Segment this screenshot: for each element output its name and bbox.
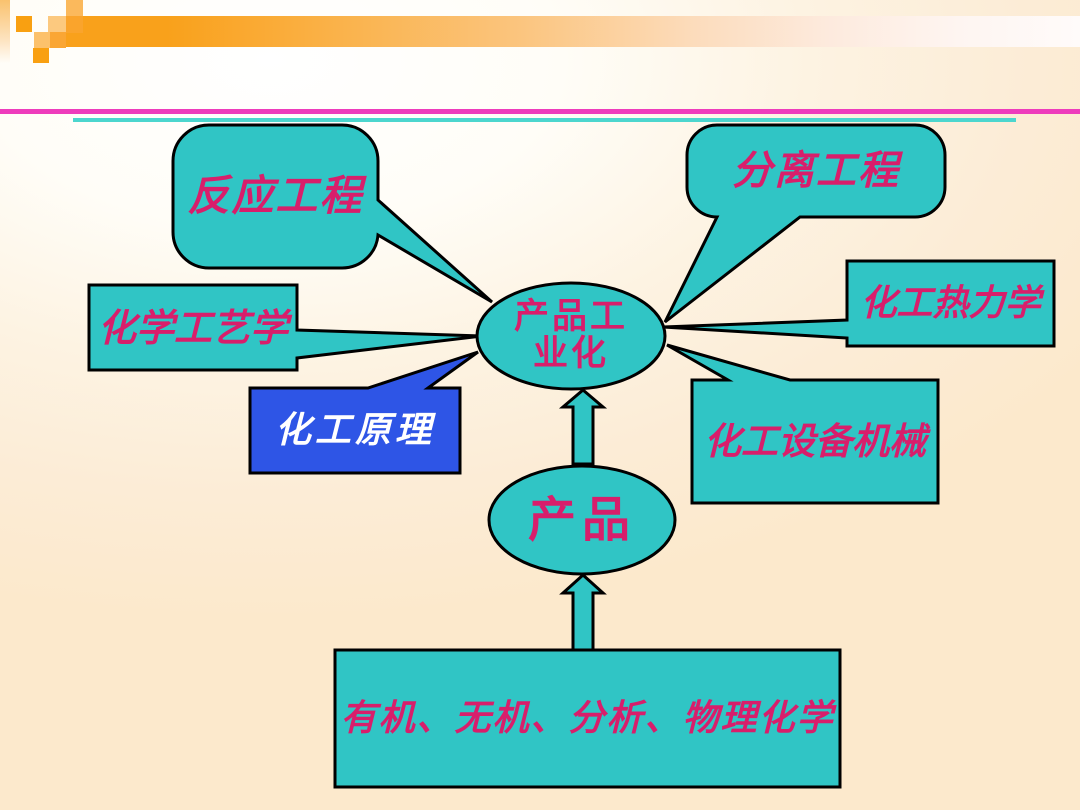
label-separation-engineering: 分离工程	[732, 147, 900, 194]
callout-separation-engineering	[663, 123, 947, 324]
decor-square	[66, 16, 83, 33]
label-chemical-equipment-machinery: 化工设备机械	[704, 419, 926, 464]
box-chemical-technology	[87, 283, 483, 372]
decor-gradient-strip	[0, 0, 10, 63]
box-chemical-equipment-machinery	[666, 343, 940, 505]
up-arrow-product-to-industrialization	[558, 388, 608, 466]
label-product-industrialization-line2: 业化	[532, 334, 609, 374]
label-chemistry-foundation: 有机、无机、分析、物理化学	[340, 696, 835, 739]
box-chemical-thermodynamics	[662, 259, 1056, 348]
label-product-industrialization: 产品工 业化	[477, 283, 665, 389]
label-product: 产品	[527, 491, 636, 548]
label-reaction-engineering: 反应工程	[187, 171, 364, 221]
divider-line-teal	[73, 118, 1016, 122]
up-arrow-foundation-to-product	[559, 572, 607, 654]
decor-square	[34, 32, 50, 48]
decor-top-bar	[66, 16, 1080, 47]
label-product-industrialization-line1: 产品工	[513, 297, 628, 338]
box-chemistry-foundation	[333, 648, 842, 789]
label-principles-of-chemical-engineering: 化工原理	[274, 408, 435, 451]
decor-square	[16, 16, 32, 32]
label-chemical-thermodynamics: 化工热力学	[860, 281, 1041, 324]
divider-line-magenta	[0, 109, 1080, 114]
decor-square	[50, 32, 66, 48]
label-chemical-technology: 化学工艺学	[97, 304, 288, 350]
ellipse-product-industrialization	[475, 281, 667, 391]
decor-square	[33, 48, 49, 63]
box-principles-of-chemical-engineering	[248, 350, 479, 475]
callout-reaction-engineering	[171, 123, 494, 304]
decor-square	[48, 16, 66, 33]
decor-square	[66, 0, 83, 16]
